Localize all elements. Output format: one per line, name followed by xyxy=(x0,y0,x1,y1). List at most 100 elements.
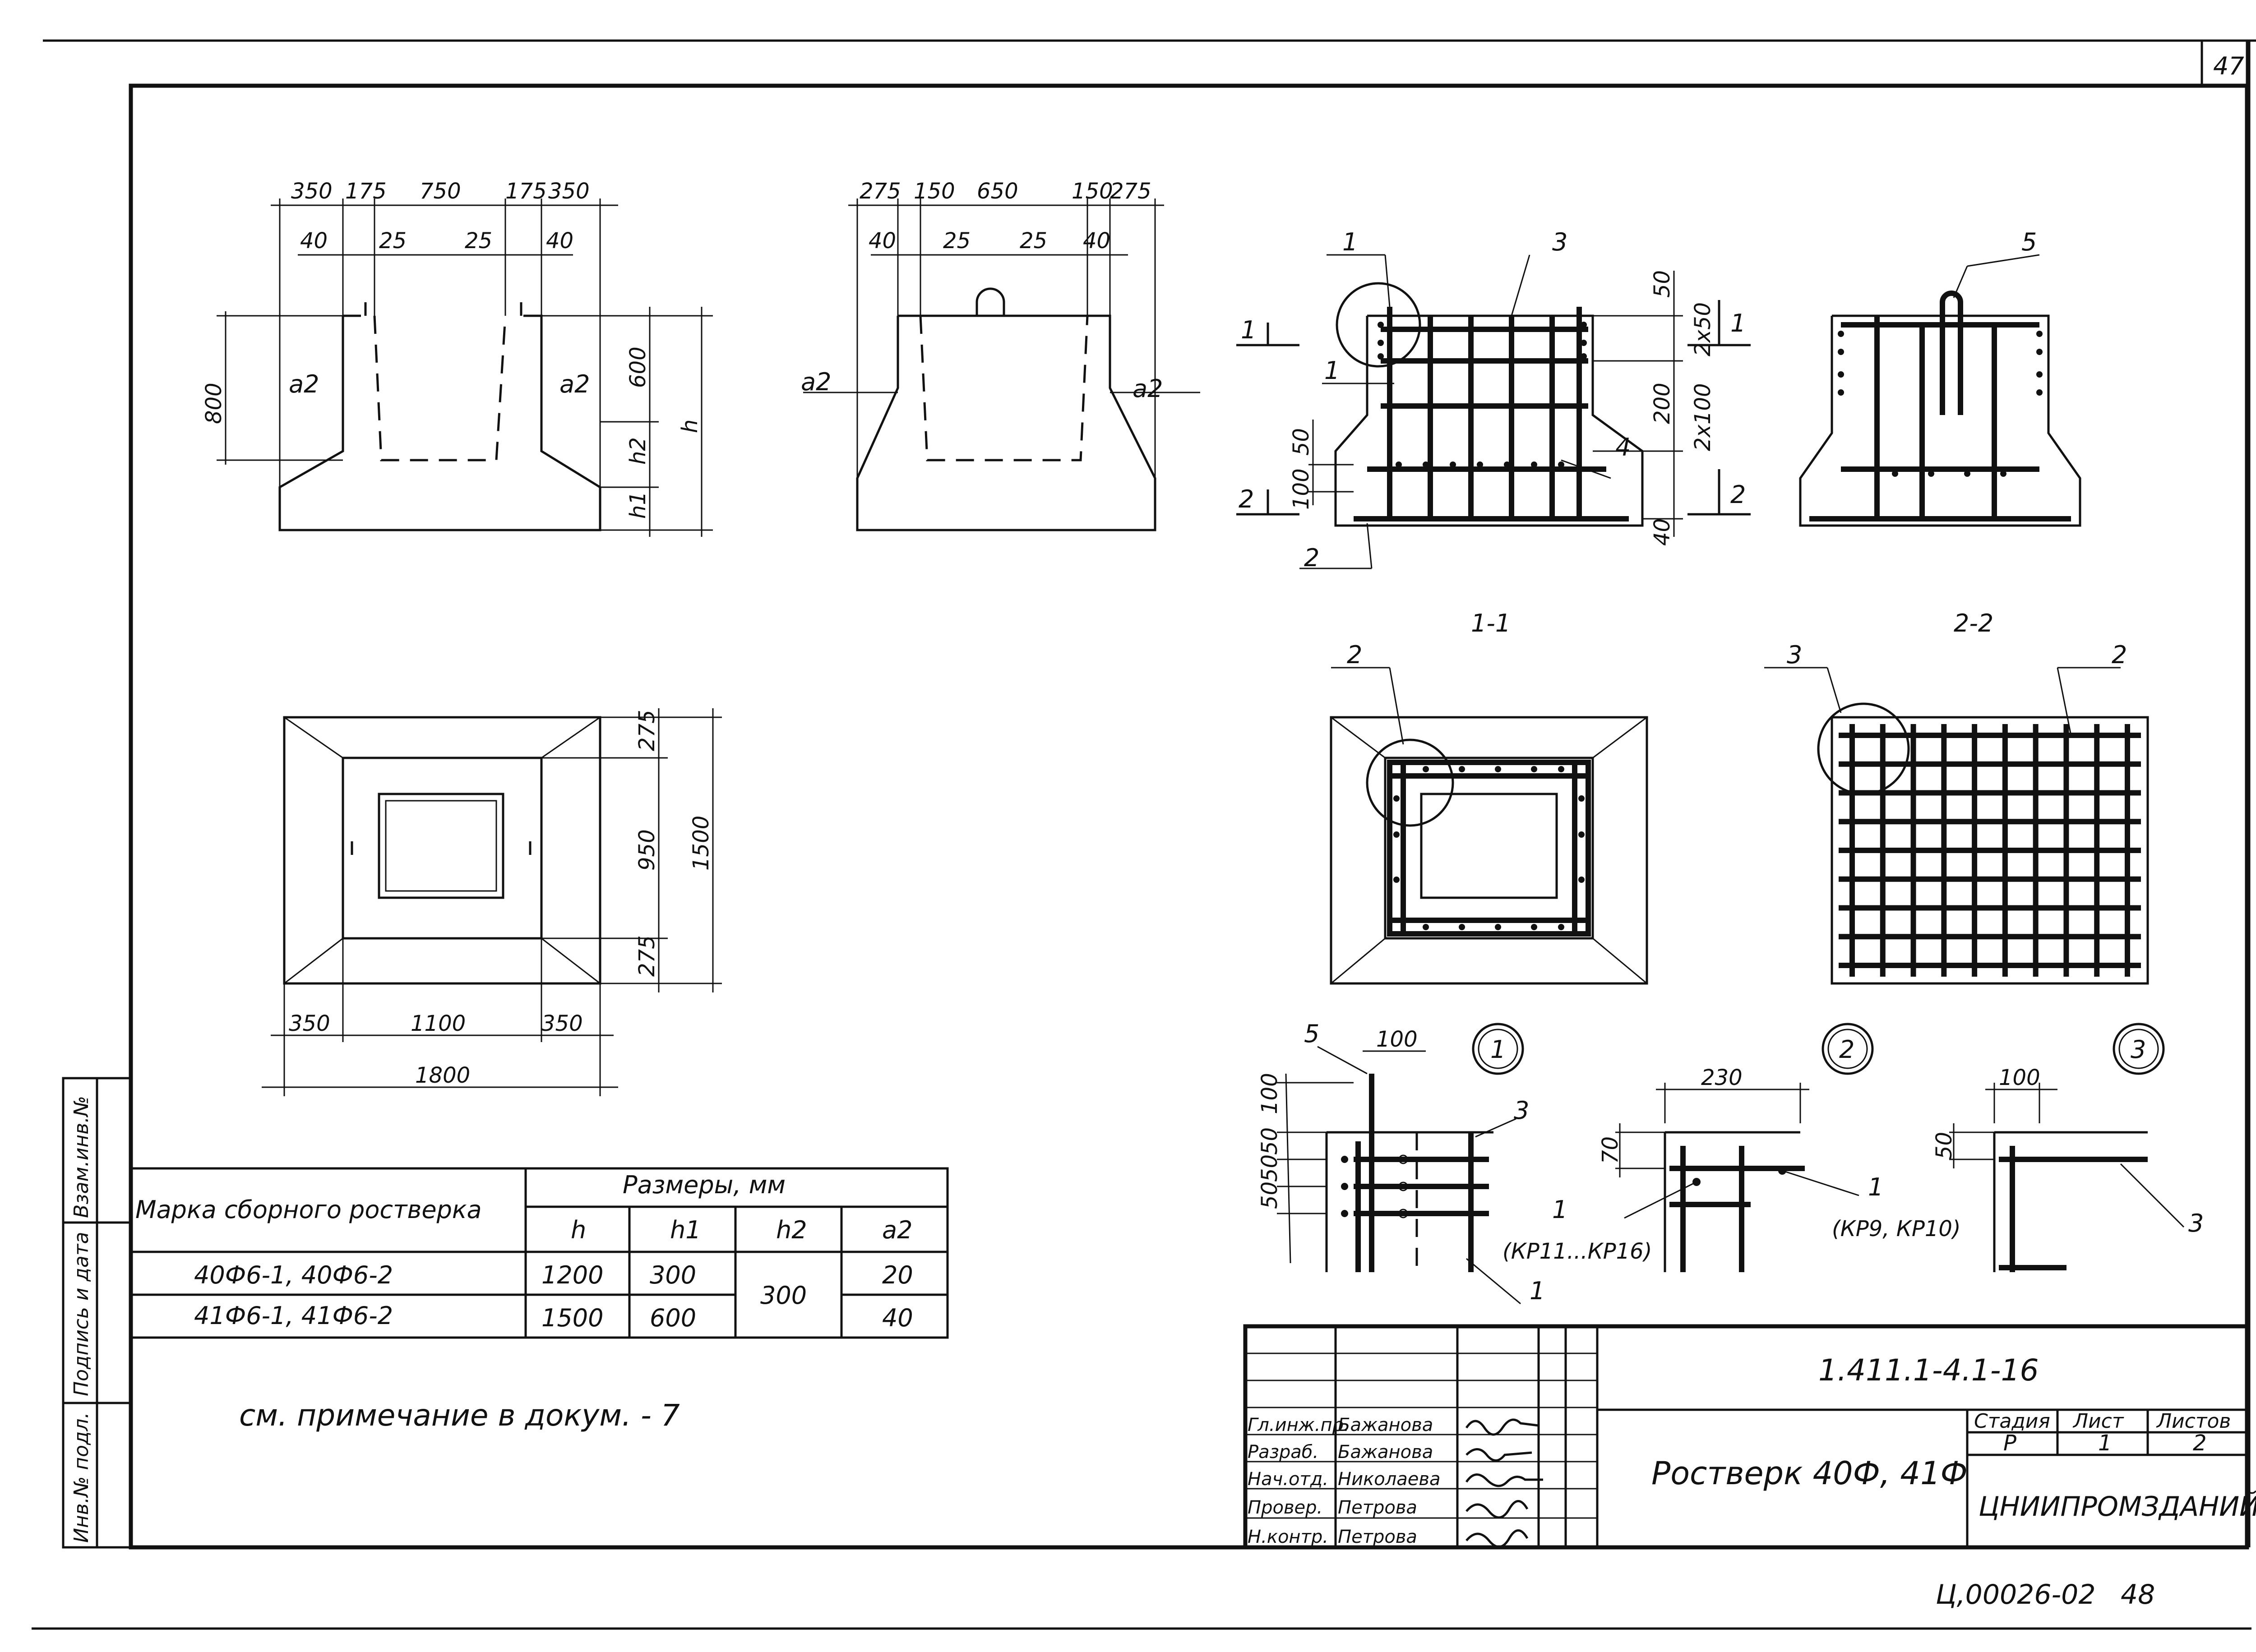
section-2-2-title: 2-2 xyxy=(1954,609,1993,637)
title-block-sheet-header: Лист xyxy=(2072,1410,2124,1433)
node-1-label-5: 5 xyxy=(1304,1020,1319,1048)
reinf-label-3: 3 xyxy=(1552,228,1567,256)
reinforcement-view: 1 3 1 2 4 50 2x50 200 2x100 40 50 100 1 … xyxy=(1236,228,1751,572)
front-dim-40-left: 40 xyxy=(300,228,328,254)
front-dim-750: 750 xyxy=(420,179,461,204)
plan-dim-1500: 1500 xyxy=(689,816,714,871)
node-1-detail: 1 100 50 50 50 100 5 3 1 xyxy=(1257,1020,1545,1305)
footer-archive-code: Ц,00026-02 xyxy=(1936,1579,2096,1610)
table-row-2-h1: 600 xyxy=(650,1304,696,1332)
title-block-sheets: 2 xyxy=(2193,1431,2207,1456)
side-dim-650: 650 xyxy=(977,179,1018,204)
front-dim-h2: h2 xyxy=(625,437,651,465)
front-dim-350-right: 350 xyxy=(548,179,590,204)
front-dim-h1: h1 xyxy=(625,491,651,519)
side-dim-275-left: 275 xyxy=(860,179,901,204)
section-1-1-title: 1-1 xyxy=(1471,609,1511,637)
reinf-dim-2x50: 2x50 xyxy=(1690,302,1715,356)
table-row-1-h1: 300 xyxy=(650,1261,696,1289)
table-row-1-a2: 20 xyxy=(882,1261,913,1289)
node-1-note: (КР11...КР16) xyxy=(1502,1239,1652,1264)
section-2-2-label-3: 3 xyxy=(1787,641,1802,669)
section-mark-1-right: 1 xyxy=(1730,309,1746,337)
front-dim-175-left: 175 xyxy=(345,179,387,204)
table-row-1-mark: 40Ф6-1, 40Ф6-2 xyxy=(194,1261,393,1289)
table-header-mark: Марка сборного ростверка xyxy=(135,1195,482,1224)
person-name-1: Бажанова xyxy=(1338,1415,1433,1435)
side-a2-right: a2 xyxy=(1133,374,1163,403)
person-role-4: Провер. xyxy=(1248,1497,1322,1518)
table-h2-merged: 300 xyxy=(760,1281,807,1310)
title-block-sheets-header: Листов xyxy=(2156,1410,2231,1433)
sheet-frame xyxy=(32,39,2256,1630)
side-stamp: Инв.№ подл. Подпись и дата Взам.инв.№ xyxy=(62,1077,132,1549)
reinf-label-4: 4 xyxy=(1615,433,1631,461)
person-role-5: Н.контр. xyxy=(1248,1527,1328,1547)
side-dim-150-right: 150 xyxy=(1072,179,1113,204)
person-name-5: Петрова xyxy=(1338,1527,1417,1547)
node-3-dim-100: 100 xyxy=(1999,1065,2040,1090)
front-dim-600: 600 xyxy=(625,346,651,388)
node-2-number: 2 xyxy=(1839,1035,1854,1064)
side-a2-left: a2 xyxy=(801,368,831,396)
plan-dim-1100: 1100 xyxy=(411,1011,466,1036)
dimensions-table: Марка сборного ростверка Размеры, мм h h… xyxy=(129,1167,949,1339)
node-1-dim-50-b: 50 xyxy=(1257,1154,1282,1182)
table-row-1-h: 1200 xyxy=(541,1261,603,1289)
side-view: 275 150 650 150 275 40 25 25 40 a2 a2 xyxy=(801,179,1200,531)
reinf-label-1-mid: 1 xyxy=(1324,356,1340,385)
section-2-2-label-2: 2 xyxy=(2112,641,2127,669)
title-block-stage: Р xyxy=(2003,1431,2016,1456)
table-col-a2: a2 xyxy=(882,1216,912,1244)
node-2-dim-70: 70 xyxy=(1598,1136,1623,1164)
plan-dim-275-top: 275 xyxy=(634,710,660,751)
table-col-h1: h1 xyxy=(670,1216,701,1244)
node-1-dim-50-c: 50 xyxy=(1257,1181,1282,1209)
side-stamp-sign: Подпись и дата xyxy=(70,1232,93,1396)
table-header-sizes: Размеры, мм xyxy=(623,1171,786,1199)
side-stamp-inv: Инв.№ подл. xyxy=(70,1412,93,1543)
node-2-label-1: 1 xyxy=(1868,1173,1883,1201)
front-dim-175-right: 175 xyxy=(505,179,547,204)
side-dim-40-right: 40 xyxy=(1083,228,1110,254)
title-block-sheet: 1 xyxy=(2098,1431,2112,1456)
plan-dim-275-bottom: 275 xyxy=(634,935,660,977)
person-role-1: Гл.инж.пр. xyxy=(1248,1415,1350,1435)
table-row-2-a2: 40 xyxy=(882,1304,913,1332)
node-1-dim-50-a: 50 xyxy=(1257,1127,1282,1155)
section-2-2: 2-2 3 2 xyxy=(1764,609,2149,985)
side-dim-150-left: 150 xyxy=(914,179,955,204)
plan-dim-950: 950 xyxy=(634,829,660,871)
person-name-2: Бажанова xyxy=(1338,1442,1433,1463)
reinf-dim-50-left: 50 xyxy=(1289,428,1314,456)
front-dim-h: h xyxy=(677,420,703,433)
node-3-number: 3 xyxy=(2131,1035,2146,1064)
side-dim-25-right: 25 xyxy=(1020,228,1047,254)
title-block-doc-code: 1.411.1-4.1-16 xyxy=(1818,1353,2039,1388)
plan-dim-350-left: 350 xyxy=(289,1011,330,1036)
side-dim-25-left: 25 xyxy=(943,228,971,254)
reinf-label-1-top: 1 xyxy=(1342,228,1358,256)
reinf-dim-40: 40 xyxy=(1650,518,1675,546)
node-1-dim-100-top: 100 xyxy=(1257,1073,1282,1114)
side-stamp-replace: Взам.инв.№ xyxy=(70,1096,93,1218)
node-1-label-1b: 1 xyxy=(1552,1195,1567,1224)
front-dim-25-right: 25 xyxy=(465,228,492,254)
person-name-4: Петрова xyxy=(1338,1497,1417,1518)
table-col-h2: h2 xyxy=(776,1216,807,1244)
front-a2-right: a2 xyxy=(559,370,590,398)
table-row-2-mark: 41Ф6-1, 41Ф6-2 xyxy=(194,1301,393,1330)
node-1-dim-100: 100 xyxy=(1376,1027,1418,1052)
node-2-dim-230: 230 xyxy=(1701,1065,1743,1090)
signatures xyxy=(1465,1418,1543,1548)
node-1-label-3: 3 xyxy=(1514,1096,1529,1125)
plan-dim-1800: 1800 xyxy=(415,1063,470,1088)
node-1-label-1: 1 xyxy=(1530,1277,1545,1305)
side-dim-275-right: 275 xyxy=(1110,179,1151,204)
table-row-2-h: 1500 xyxy=(541,1304,603,1332)
section-mark-1-left: 1 xyxy=(1241,316,1256,344)
section-mark-2-left: 2 xyxy=(1239,485,1254,513)
node-3-detail: 3 100 50 3 xyxy=(1932,1023,2204,1272)
person-role-3: Нач.отд. xyxy=(1248,1469,1328,1490)
